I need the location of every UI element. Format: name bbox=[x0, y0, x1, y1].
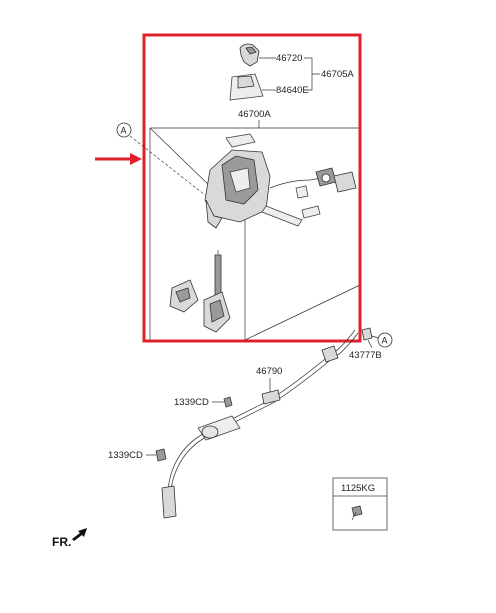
label-lever-assy: 46700A bbox=[238, 109, 271, 120]
lower-bracket bbox=[169, 279, 199, 313]
part-box-1125kg: 1125KG bbox=[332, 477, 388, 531]
lever-shaft bbox=[261, 205, 303, 227]
label-bolt-upper: 1339CD bbox=[174, 397, 209, 408]
reference-a-bottom: A bbox=[377, 332, 393, 348]
indicator-cover bbox=[225, 133, 256, 148]
shift-cable bbox=[161, 329, 359, 519]
bolt-upper bbox=[223, 396, 233, 408]
lower-lever bbox=[203, 291, 231, 333]
label-clip: 43777B bbox=[349, 350, 382, 361]
reference-a-top: A bbox=[116, 122, 132, 138]
label-boot: 84640E bbox=[276, 85, 309, 96]
label-bolt-lower: 1339CD bbox=[108, 450, 143, 461]
svg-text:A: A bbox=[121, 126, 127, 136]
front-direction-indicator: FR. bbox=[52, 528, 87, 549]
label-knob-assy: 46705A bbox=[321, 69, 354, 80]
front-direction-arrow-icon bbox=[72, 528, 87, 541]
svg-text:A: A bbox=[382, 336, 388, 346]
direction-label: FR. bbox=[52, 535, 71, 549]
label-knob: 46720 bbox=[276, 53, 302, 64]
lever-pin bbox=[301, 205, 321, 219]
label-box-part: 1125KG bbox=[341, 483, 375, 494]
label-cable: 46790 bbox=[256, 366, 282, 377]
shift-knob bbox=[239, 43, 260, 67]
bolt-lower bbox=[155, 448, 167, 462]
highlight-box bbox=[142, 33, 362, 343]
shift-boot bbox=[229, 73, 264, 101]
cable-clip bbox=[361, 327, 373, 341]
lever-housing bbox=[204, 149, 271, 229]
red-pointer-arrow-icon bbox=[95, 153, 142, 165]
wiring-connector bbox=[269, 167, 357, 199]
